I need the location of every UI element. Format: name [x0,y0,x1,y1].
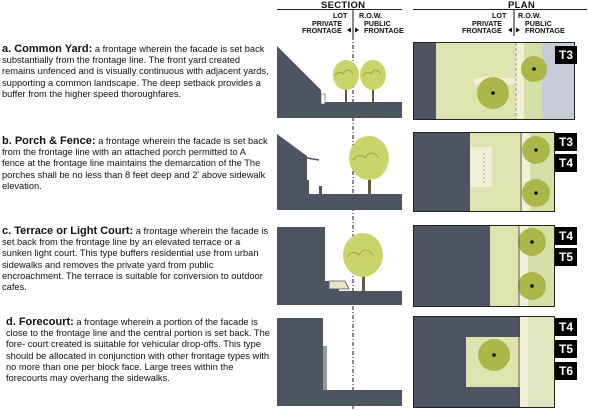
tree-icon [333,60,359,102]
row-b-tag-1: T4 [555,154,577,172]
row-d-title: d. Forecourt: [6,316,74,328]
row-c-description: c. Terrace or Light Court: a frontage wh… [2,225,270,293]
ground [313,102,402,118]
building-footprint [414,226,490,306]
plan-private-label: PRIVATE [472,19,503,28]
row-c-text: a frontage wherein the facade is set bac… [2,226,269,293]
tree-icon [360,60,386,102]
row-d-tag-0: T4 [555,318,577,336]
section-private-label: PRIVATE [312,19,343,28]
row-a-title: a. Common Yard: [2,43,93,55]
header-arrows [347,10,520,36]
section-header-rule [277,9,402,10]
sidewalk [520,226,528,306]
building-footprint [414,133,470,211]
building-silhouette [277,46,321,118]
row-d-description: d. Forecourt: a frontage wherein a porti… [6,316,272,384]
section-frontage-left-label: FRONTAGE [302,26,342,35]
row-c-section-diagram [277,227,402,305]
plan-row-label: R.O.W. [518,11,542,20]
terrace [490,226,520,306]
plan-public-label: PUBLIC [525,19,552,28]
sidewalk [516,43,524,119]
row-a-plan-diagram [413,42,575,120]
building-footprint [414,43,436,119]
row-a-description: a. Common Yard: a frontage wherein the f… [2,43,270,100]
terrace [328,280,350,290]
row-b-text: a frontage wherein the facade is set bac… [2,136,268,191]
section-frontage-right-label: FRONTAGE [364,26,404,35]
row-d-tag-2: T6 [555,362,577,380]
row-d-section-diagram [277,318,402,406]
row-c-tag-1: T5 [555,248,577,266]
section-lot-label: LOT [333,11,348,20]
plan-frontage-right-label: FRONTAGE [525,26,565,35]
row-b-tag-0: T3 [555,133,577,151]
row-b-section-diagram [277,134,402,210]
row-d-plan-diagram [413,316,555,408]
row-a-tag-0: T3 [555,46,577,64]
row-b-title: b. Porch & Fence: [2,135,96,147]
row-a-text: a frontage wherein the facade is set bac… [2,44,269,99]
sidewalk [520,317,528,407]
section-header-title: SECTION [321,0,366,11]
row-a-section-diagram [277,46,402,118]
tree-icon [343,233,383,291]
section-public-label: PUBLIC [364,19,391,28]
plan-header-title: PLAN [508,0,536,11]
sidewalk [522,133,530,211]
row-b-plan-diagram [413,132,555,212]
ground [325,291,402,305]
building-silhouette [277,134,307,194]
row-c-tag-0: T4 [555,227,577,245]
building-silhouette [277,227,325,305]
section-row-label: R.O.W. [359,11,383,20]
plan-lot-label: LOT [492,11,507,20]
row-c-plan-diagram [413,225,555,307]
row-c-title: c. Terrace or Light Court: [2,225,134,237]
plan-frontage-left-label: FRONTAGE [462,26,502,35]
porch [470,147,492,187]
tree-icon [349,136,389,194]
street-edge [528,317,554,407]
row-d-text: a frontage wherein a portion of the faca… [6,317,270,384]
ground [323,390,402,406]
row-d-tag-1: T5 [555,340,577,358]
building-silhouette [277,318,323,406]
plan-header-rule [413,9,587,10]
row-b-description: b. Porch & Fence: a frontage wherein the… [2,135,270,192]
ground [277,194,402,210]
